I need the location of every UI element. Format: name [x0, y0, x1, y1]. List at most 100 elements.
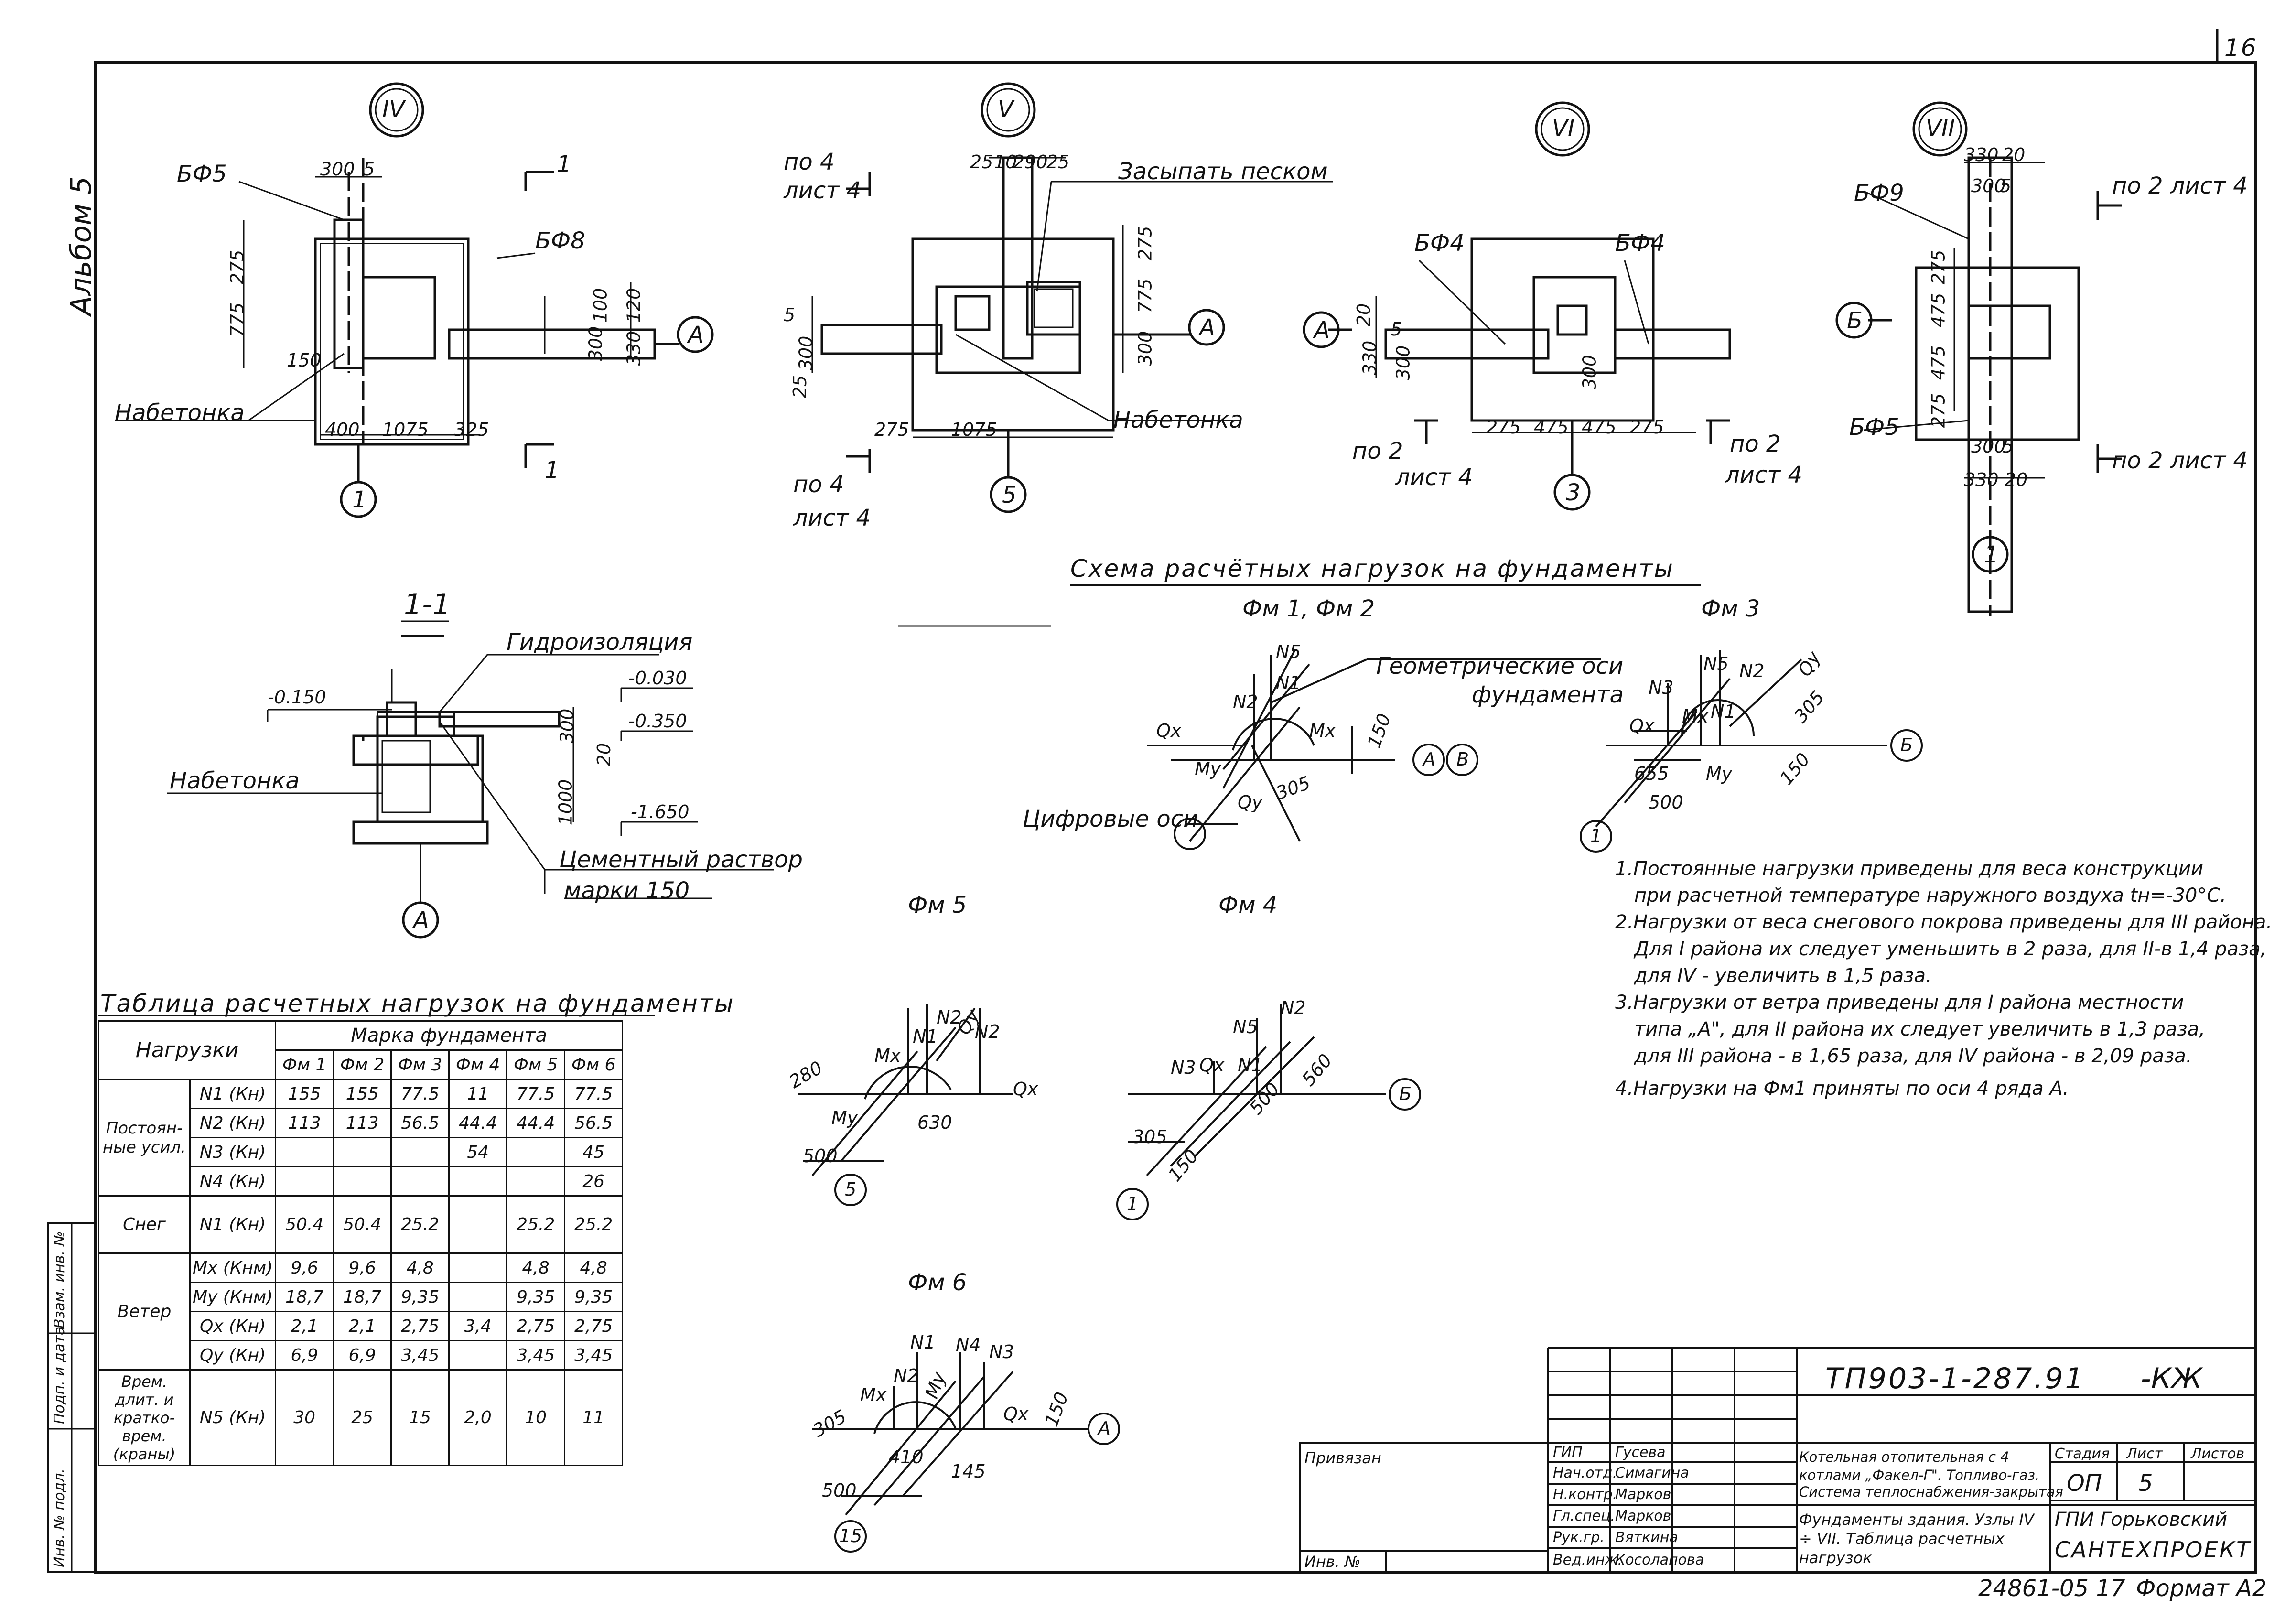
- node-4-dim: 275: [226, 249, 248, 285]
- table-cell: 6,9: [333, 1340, 392, 1371]
- node-5-dim: 1075: [951, 419, 997, 440]
- stamp-desc-1b: Система теплоснабжения-закрытая: [1799, 1484, 2063, 1500]
- node-7-bf-bot: БФ5: [1849, 414, 1899, 441]
- node-7-ref-top: по 2 лист 4: [2112, 173, 2248, 199]
- node-6-bf-right: БФ4: [1615, 230, 1665, 257]
- table-cell: 2,75: [506, 1311, 566, 1341]
- table-cell: 9,6: [275, 1252, 334, 1283]
- node-6-dim: 5: [1391, 319, 1402, 340]
- node-6-dim: 330: [1359, 340, 1380, 376]
- node-5-dim: 775: [1134, 278, 1156, 313]
- node-4-label: IV: [382, 96, 405, 123]
- table-cell: [448, 1195, 508, 1254]
- scheme-fm6-dim: 500: [822, 1480, 857, 1501]
- table-param: Mx (Кнм): [189, 1252, 277, 1283]
- table-cell: 4,8: [390, 1252, 450, 1283]
- scheme-fm5-mx: Mx: [874, 1045, 901, 1066]
- stamp-desc-1: Котельная отопительная с 4 котлами „Факе…: [1799, 1449, 2040, 1483]
- node-4-cut-top: 1: [557, 151, 571, 178]
- album-label: Альбом 5: [65, 176, 98, 315]
- table-cell: 25: [333, 1369, 392, 1466]
- table-cell: 2,75: [564, 1311, 624, 1341]
- node-5-dim: 10: [994, 151, 1017, 173]
- node-5-fill: Засыпать песком: [1118, 158, 1328, 185]
- node-6-bf-left: БФ4: [1414, 230, 1465, 257]
- table-cell: 11: [564, 1369, 624, 1466]
- table-cell: [390, 1166, 450, 1197]
- node-6-ref-l2: лист 4: [1395, 464, 1473, 491]
- table-cell: 2,1: [275, 1311, 334, 1341]
- stamp-sheet-no: 5: [2138, 1470, 2153, 1497]
- table-col-header: Фм 3: [390, 1049, 450, 1080]
- table-cell: 4,8: [506, 1252, 566, 1283]
- scheme-fm12-n1: N1: [1276, 672, 1301, 693]
- section-title: 1-1: [404, 588, 451, 621]
- table-cell: [333, 1166, 392, 1197]
- stamp-name: Марков: [1615, 1508, 1671, 1524]
- table-cell: 44.4: [448, 1108, 508, 1138]
- scheme-fm6-label: Фм 6: [908, 1269, 967, 1296]
- scheme-fm3-dim: 500: [1649, 792, 1683, 813]
- side-stamp-replace: Взам. инв. №: [51, 1231, 68, 1328]
- notes-line-9: 4.Нагрузки на Фм1 приняты по оси 4 ряда …: [1615, 1078, 2069, 1100]
- node-5-dim: 25: [789, 375, 811, 399]
- node-4-bf-right: БФ8: [535, 227, 585, 254]
- node-5-dim: 300: [1134, 331, 1156, 366]
- scheme-fm12-label: Фм 1, Фм 2: [1242, 595, 1375, 622]
- table-cell: 30: [275, 1369, 334, 1466]
- scheme-geo-axes-2: фундамента: [1472, 681, 1624, 708]
- node-6-dim: 300: [1579, 355, 1600, 390]
- scheme-fm4-axis-1: 1: [1127, 1193, 1139, 1214]
- table-cell: 50.4: [275, 1195, 334, 1254]
- node-5-dim: 25: [1046, 151, 1070, 173]
- node-7-dim: 275: [1928, 249, 1949, 285]
- stamp-sheets-header: Листов: [2191, 1446, 2245, 1462]
- node-6-dim: 275: [1486, 417, 1521, 438]
- scheme-fm5-n2: N2: [937, 1007, 962, 1028]
- table-cell: 45: [564, 1137, 624, 1167]
- table-cell: 155: [275, 1079, 334, 1109]
- stamp-org-1: ГПИ Горьковский: [2055, 1509, 2228, 1531]
- scheme-fm6-n2: N2: [894, 1365, 919, 1386]
- table-cell: 3,45: [506, 1340, 566, 1371]
- notes-line-3: 2.Нагрузки от веса снегового покрова при…: [1615, 911, 2273, 933]
- node-7-ref-bot: по 2 лист 4: [2112, 447, 2248, 474]
- stamp-sheet-header: Лист: [2126, 1446, 2163, 1462]
- node-7-drawing: [1835, 101, 2122, 616]
- drawing-mark: -КЖ: [2141, 1362, 2202, 1395]
- node-6-dim: 275: [1629, 417, 1664, 438]
- scheme-fm3-my: My: [1706, 763, 1733, 784]
- stamp-role: ГИП: [1553, 1444, 1583, 1461]
- table-cell: [275, 1166, 334, 1197]
- scheme-fm4-n5: N5: [1233, 1016, 1258, 1037]
- stamp-inv: Инв. №: [1304, 1553, 1361, 1571]
- section-mark-3: -0.350: [628, 711, 687, 732]
- table-cell: 18,7: [275, 1282, 334, 1312]
- scheme-fm4-n1: N1: [1238, 1055, 1263, 1076]
- node-4-bf-top: БФ5: [177, 161, 227, 187]
- node-5-drawing: [811, 82, 1333, 513]
- stamp-name: Марков: [1615, 1486, 1671, 1503]
- table-cell: 44.4: [506, 1108, 566, 1138]
- node-6-ref-l1: по 2: [1352, 438, 1403, 464]
- table-cell: 56.5: [390, 1108, 450, 1138]
- node-4-nabetonka: Набетонка: [115, 399, 245, 426]
- scheme-fm5-axis-5: 5: [845, 1179, 857, 1200]
- node-5-dim: 275: [874, 419, 909, 440]
- scheme-geo-axes: Геометрические оси: [1376, 653, 1624, 680]
- table-col-header: Фм 1: [275, 1049, 334, 1080]
- table-cell: [448, 1282, 508, 1312]
- table-group-wind: Ветер: [98, 1252, 191, 1371]
- table-param: N1 (Кн): [189, 1079, 277, 1109]
- node-5-ref-top: по 4: [784, 149, 835, 175]
- scheme-fm5-dim: 630: [917, 1112, 952, 1133]
- table-cell: [333, 1137, 392, 1167]
- scheme-title: Схема расчётных нагрузок на фундаменты: [1070, 555, 1674, 583]
- section-dim-1: 300: [556, 708, 578, 744]
- table-row: N3 (Кн) 54 45: [99, 1137, 624, 1167]
- scheme-fm12-qy: Qy: [1238, 792, 1263, 813]
- node-7-dim: 330: [1964, 469, 1999, 490]
- loads-table: Нагрузки Марка фундамента Фм 1 Фм 2 Фм 3…: [97, 1020, 624, 1466]
- scheme-fm4-n3: N3: [1171, 1057, 1196, 1078]
- node-7-dim: 475: [1928, 292, 1949, 328]
